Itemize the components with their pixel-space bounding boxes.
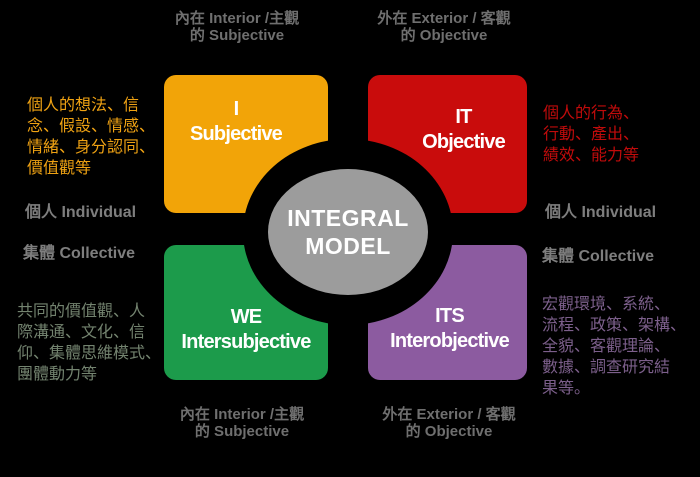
quadrant-name: Objective [422, 131, 506, 153]
label-individual-left: 個人 Individual [25, 204, 137, 221]
axis-label-line1: 內在 Interior /主觀 [179, 406, 305, 423]
note-subjective: 個人的想法、信 念、假設、情感、 情緒、身分認同、 價值觀等 [27, 97, 156, 177]
quadrant-pronoun: ITS [435, 305, 465, 327]
axis-label-top-left: 內在 Interior /主觀 的 Subjective [127, 10, 347, 44]
quadrant-pronoun: I [233, 98, 240, 120]
axis-label-line2: 的 Objective [405, 423, 493, 440]
axis-label-bottom-left: 內在 Interior /主觀 的 Subjective [132, 406, 352, 440]
note-objective: 個人的行為、 行動、產出、 績效、能力等 [543, 105, 640, 164]
quadrant-title: WE Intersubjective [164, 305, 328, 355]
quadrant-title: IT Objective [384, 105, 543, 155]
axis-label-line1: 外在 Exterior / 客觀 [382, 406, 516, 423]
quadrant-name: Intersubjective [181, 331, 311, 353]
label-collective-right: 集體 Collective [542, 248, 655, 265]
center-title-line1: INTEGRAL [287, 205, 409, 231]
label-individual-right: 個人 Individual [545, 204, 657, 221]
axis-label-bottom-right: 外在 Exterior / 客觀 的 Objective [339, 406, 559, 440]
axis-label-line2: 的 Objective [400, 27, 488, 44]
axis-label-line1: 內在 Interior /主觀 [174, 10, 300, 27]
center-circle: INTEGRAL MODEL [268, 169, 428, 295]
label-collective-left: 集體 Collective [23, 245, 136, 262]
quadrant-title: I Subjective [154, 97, 318, 147]
axis-label-top-right: 外在 Exterior / 客觀 的 Objective [334, 10, 554, 44]
center-title: INTEGRAL MODEL [287, 204, 409, 260]
axis-label-line2: 的 Subjective [194, 423, 290, 440]
note-interobjective: 宏觀環境、系統、 流程、政策、架構、 全貌、客觀理論、 數據、調查研究結 果等。 [542, 296, 687, 397]
quadrant-name: Subjective [189, 123, 283, 145]
center-title-line2: MODEL [305, 233, 391, 259]
quadrant-pronoun: IT [455, 106, 472, 128]
note-intersubjective: 共同的價值觀、人 際溝通、文化、信 仰、集體思維模式、 團體動力等 [17, 303, 162, 383]
quadrant-name: Interobjective [390, 330, 510, 352]
axis-label-line1: 外在 Exterior / 客觀 [377, 10, 511, 27]
axis-label-line2: 的 Subjective [189, 27, 285, 44]
quadrant-pronoun: WE [230, 306, 262, 328]
quadrant-i-subjective: I Subjective [164, 75, 328, 213]
quadrant-title: ITS Interobjective [370, 304, 529, 354]
